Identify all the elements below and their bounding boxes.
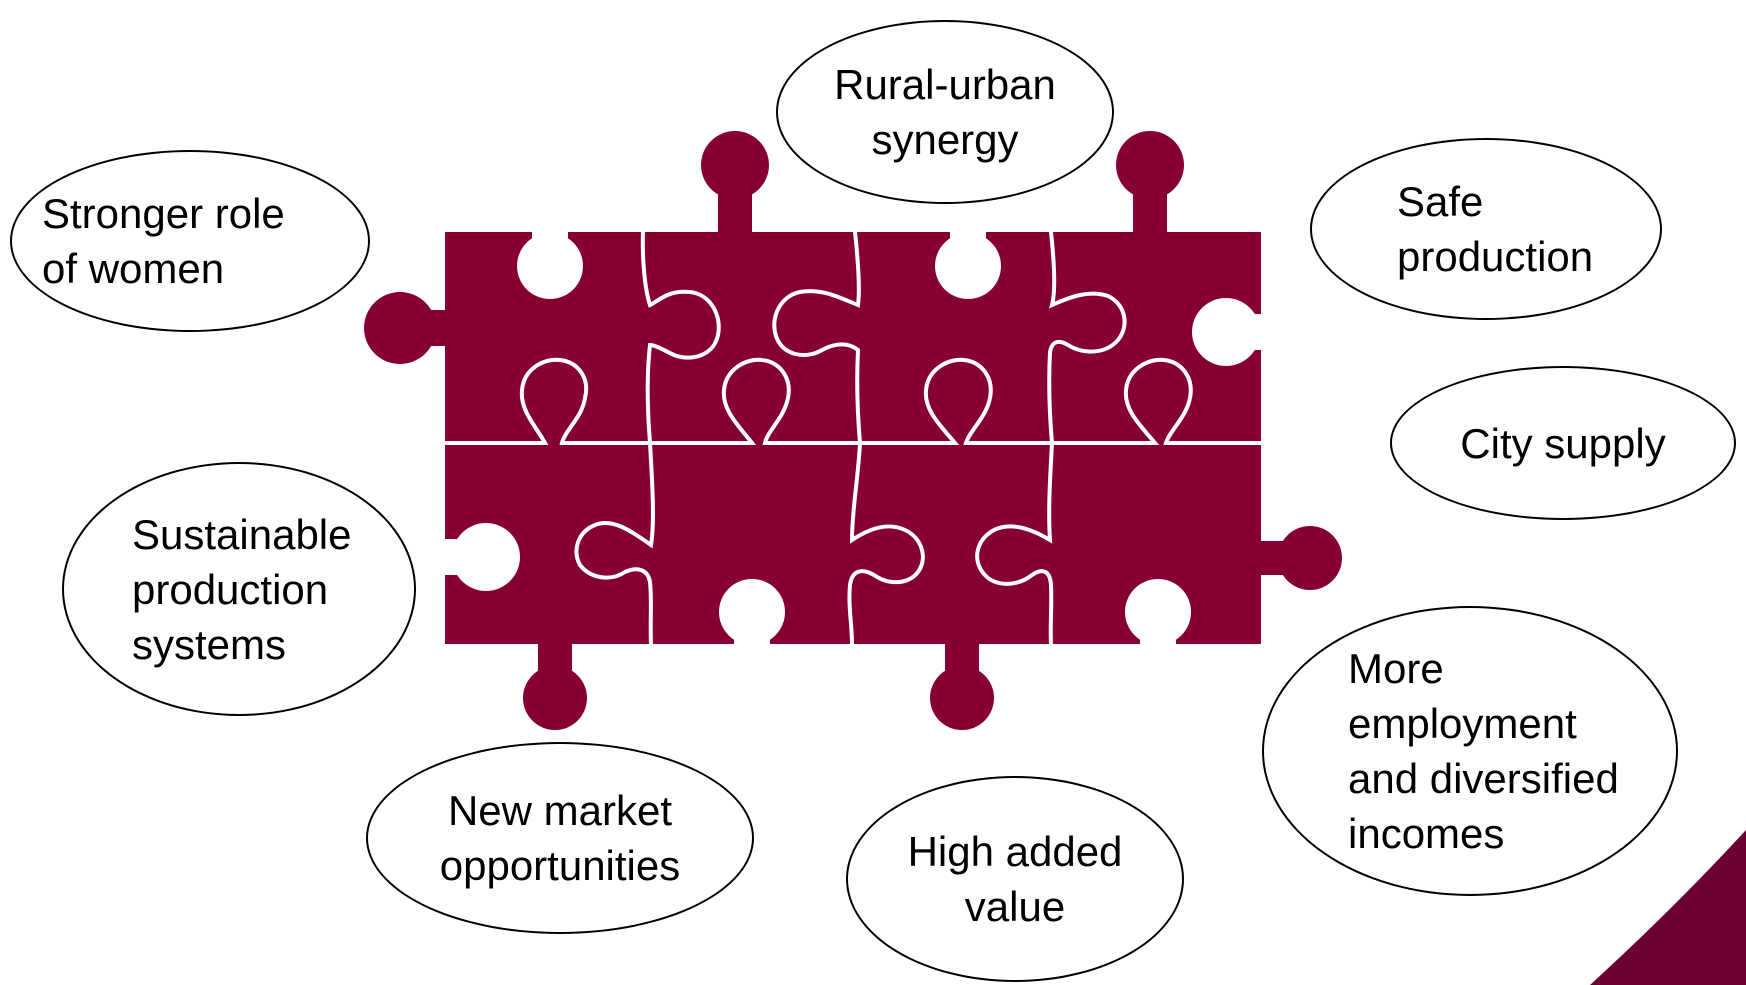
puzzle-hole-neck: [1140, 612, 1176, 652]
bubble-label: Rural-urban synergy: [834, 61, 1056, 163]
bubble-label: High added value: [907, 828, 1123, 930]
seam-vertical-2: [772, 230, 925, 646]
puzzle-knob-neck: [945, 638, 979, 690]
puzzle-hole-neck: [1240, 314, 1270, 350]
bubble-new-market-opportunities: New market opportunities: [366, 742, 754, 934]
puzzle-hole-neck: [950, 226, 986, 266]
seam-horizontal: [443, 357, 1263, 445]
bubble-stronger-role-of-women: Stronger role of women: [10, 150, 370, 332]
puzzle-knob-neck: [1255, 541, 1313, 575]
bubble-sustainable-production-systems: Sustainable production systems: [62, 462, 416, 716]
bubble-more-employment: More employment and diversified incomes: [1262, 606, 1678, 896]
puzzle-hole-neck: [734, 612, 770, 652]
bubble-safe-production: Safe production: [1310, 138, 1662, 320]
puzzle-block: [364, 131, 1342, 730]
seam-vertical-3: [975, 230, 1127, 646]
bubble-label: City supply: [1460, 419, 1666, 467]
puzzle-knob-neck: [400, 310, 450, 346]
corner-decoration: [1590, 830, 1746, 985]
bubble-label: More employment and diversified incomes: [1348, 645, 1619, 857]
puzzle-hole-neck: [532, 226, 568, 266]
bubble-label: Safe production: [1397, 178, 1594, 280]
puzzle-knob-neck: [1133, 175, 1167, 237]
bubble-high-added-value: High added value: [846, 776, 1184, 982]
puzzle-seams: [443, 230, 1263, 646]
bubble-label: New market opportunities: [439, 787, 681, 889]
puzzle-hole-neck: [436, 539, 472, 575]
bubble-label: Stronger role of women: [42, 190, 285, 292]
puzzle-knob-neck: [538, 638, 572, 690]
bubble-rural-urban-synergy: Rural-urban synergy: [776, 20, 1114, 204]
bubble-label: Sustainable production systems: [132, 510, 352, 668]
seam-vertical-1: [574, 230, 721, 646]
puzzle-knob-neck: [718, 175, 752, 237]
bubble-city-supply: City supply: [1390, 366, 1736, 520]
